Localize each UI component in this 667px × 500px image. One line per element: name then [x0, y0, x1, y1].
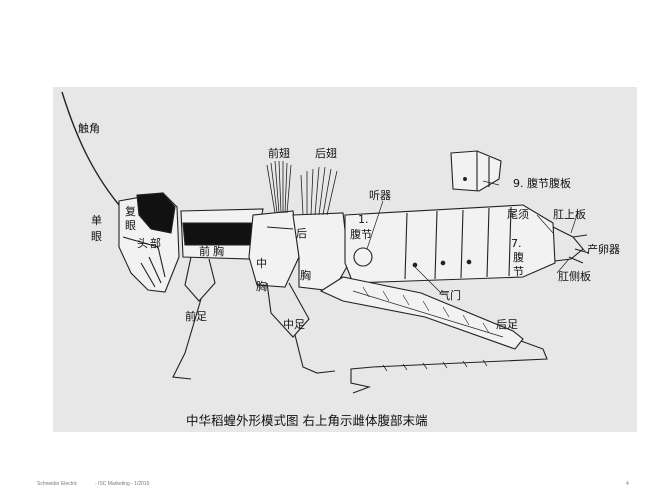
inset-drawing	[450, 150, 502, 192]
diagram-caption: 中华稻蝗外形模式图 右上角示雌体腹部末端	[186, 413, 427, 428]
ovipositor-label: 产卵器	[587, 242, 620, 256]
abdomen-drawing	[344, 204, 556, 284]
compound-eye-label-1: 复	[125, 204, 136, 218]
footer-company: Schneider Electric	[37, 481, 78, 487]
antenna-label: 触角	[78, 121, 100, 135]
supra-anal-plate-label: 肛上板	[553, 207, 586, 221]
foreleg-label: 前足	[185, 309, 207, 323]
leader-lines	[366, 180, 586, 294]
paraproct-label: 肛侧板	[558, 269, 591, 283]
segment1-number-label: 1.	[358, 213, 369, 226]
ocellus-label-1: 单	[91, 214, 102, 227]
midleg-label: 中足	[283, 318, 305, 331]
hindleg-label: 后足	[496, 318, 518, 331]
metathorax-label-2: 胸	[300, 268, 311, 282]
thorax-drawing	[248, 210, 350, 292]
segment1-word-label: 腹节	[350, 227, 372, 241]
hindleg-drawing	[319, 276, 548, 394]
foreleg-drawing	[172, 256, 216, 380]
forewing-label: 前翅	[268, 146, 290, 160]
prothorax-drawing	[180, 208, 264, 260]
tympanum-label: 听器	[369, 189, 391, 202]
midleg-drawing	[266, 282, 336, 374]
prothorax-label-2: 胸	[213, 244, 224, 258]
footer-department: - ISC Marketing - 1/2010	[95, 481, 150, 487]
head-drawing	[118, 192, 180, 293]
hindwing-label: 后翅	[315, 146, 337, 160]
metathorax-label-1: 后	[296, 227, 307, 240]
head-label-2: 部	[150, 236, 161, 250]
hindwing-drawing	[300, 166, 338, 216]
head-label-1: 头	[137, 237, 148, 250]
antenna-drawing	[61, 91, 120, 206]
forewing-drawing	[266, 160, 292, 214]
grasshopper-diagram: 触角 复 眼 单 眼 头 部 前 胸 中 胸 后 胸 前翅 后翅 听器 1. 腹…	[53, 87, 637, 432]
segment7-word-label-1: 腹	[513, 250, 524, 264]
segment7-word-label-2: 节	[513, 265, 524, 278]
compound-eye-label-2: 眼	[125, 219, 136, 232]
spiracle-label: 气门	[439, 288, 461, 302]
diagram-drawing: 触角 复 眼 单 眼 头 部 前 胸 中 胸 后 胸 前翅 后翅 听器 1. 腹…	[61, 91, 620, 428]
inset-sternite-label: 9. 腹节腹板	[513, 176, 571, 190]
mesothorax-label-1: 中	[256, 257, 267, 270]
mesothorax-label-2: 胸	[256, 279, 267, 293]
cercus-label: 尾须	[507, 208, 529, 221]
prothorax-label-1: 前	[199, 244, 210, 258]
ocellus-label-2: 眼	[91, 230, 102, 243]
segment7-number-label: 7.	[511, 237, 522, 250]
footer-page-number: 4	[626, 481, 629, 487]
